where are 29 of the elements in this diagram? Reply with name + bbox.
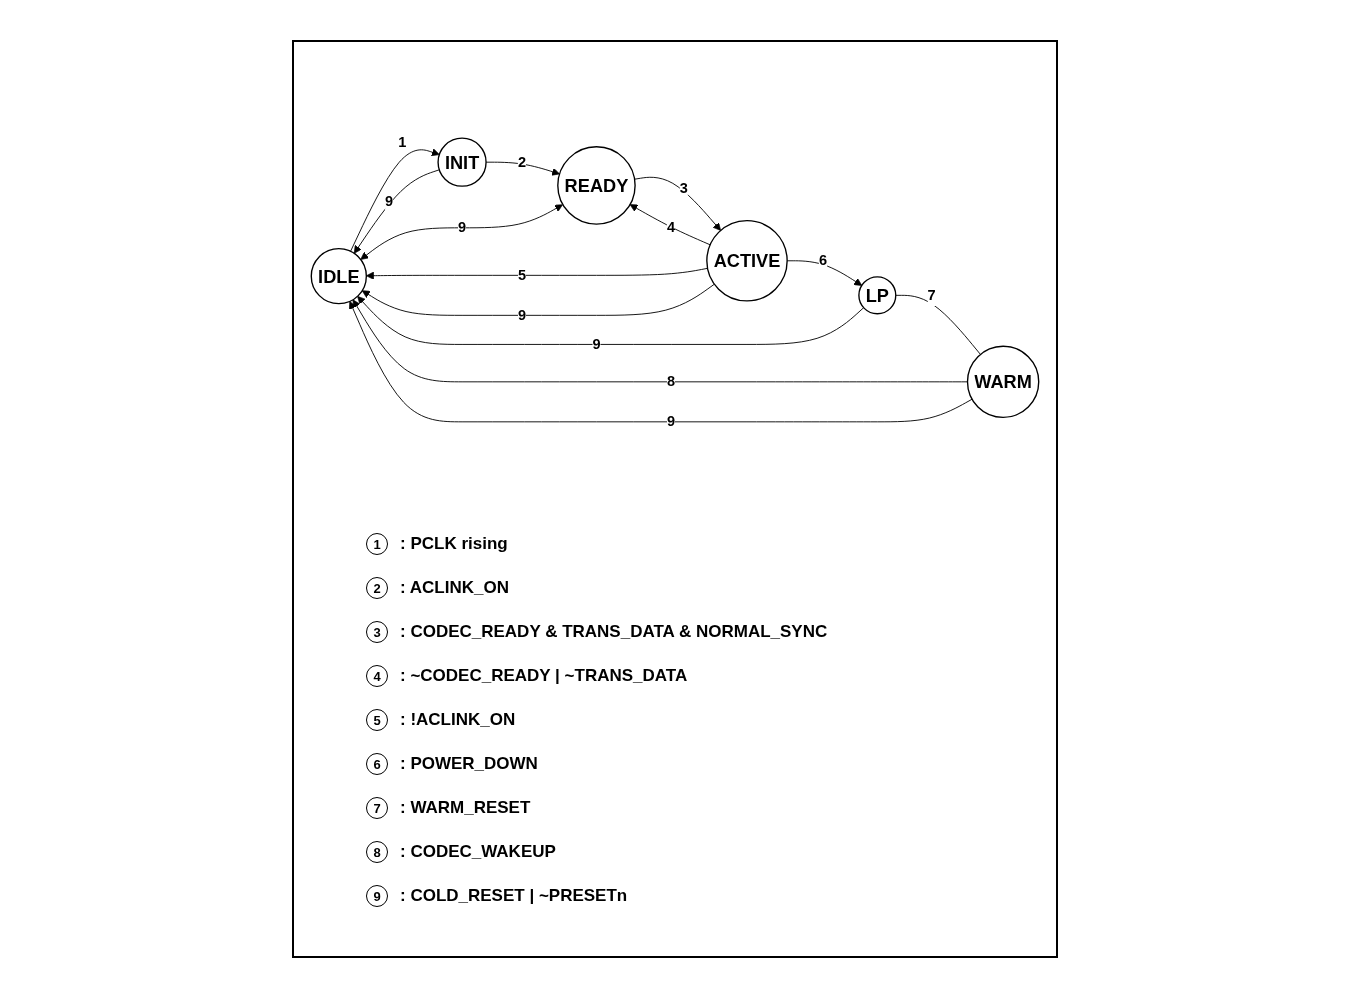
connector (895, 294, 981, 355)
edge-label: 3 (679, 179, 688, 196)
edge-label: 9 (517, 307, 526, 323)
condition-text: : WARM_RESET (400, 798, 531, 818)
edge-label: 8 (666, 373, 676, 390)
node-circle: READY (557, 146, 636, 225)
condition-text: : ~CODEC_READY | ~TRANS_DATA (400, 666, 688, 686)
node-circle: IDLE (310, 247, 367, 305)
node-circle: INIT (437, 137, 487, 187)
condition-text: : CODEC_READY & TRANS_DATA & NORMAL_SYNC (400, 622, 828, 642)
edge-label: 7 (927, 287, 936, 303)
edge-label: 9 (592, 336, 601, 352)
edge-label: 5 (517, 267, 526, 283)
edge-label: 9 (385, 193, 394, 209)
edge-label: 6 (818, 252, 828, 269)
condition-text: : PCLK rising (400, 534, 508, 554)
edge-label: 9 (666, 413, 676, 430)
node-circle: LP (858, 276, 897, 315)
condition-text: : CODEC_WAKEUP (400, 842, 556, 862)
edge-label: 2 (517, 153, 526, 170)
edge-label: 9 (458, 219, 467, 236)
condition-text: : COLD_RESET | ~PRESETn (400, 886, 628, 906)
node-circle: ACTIVE (706, 219, 788, 302)
edge-label: 4 (666, 219, 676, 236)
condition-text: : ACLINK_ON (400, 578, 509, 598)
edge-label: 1 (398, 133, 407, 150)
condition-text: : POWER_DOWN (400, 754, 538, 774)
node-circle: WARM (966, 345, 1040, 419)
condition-text: : !ACLINK_ON (400, 710, 516, 730)
